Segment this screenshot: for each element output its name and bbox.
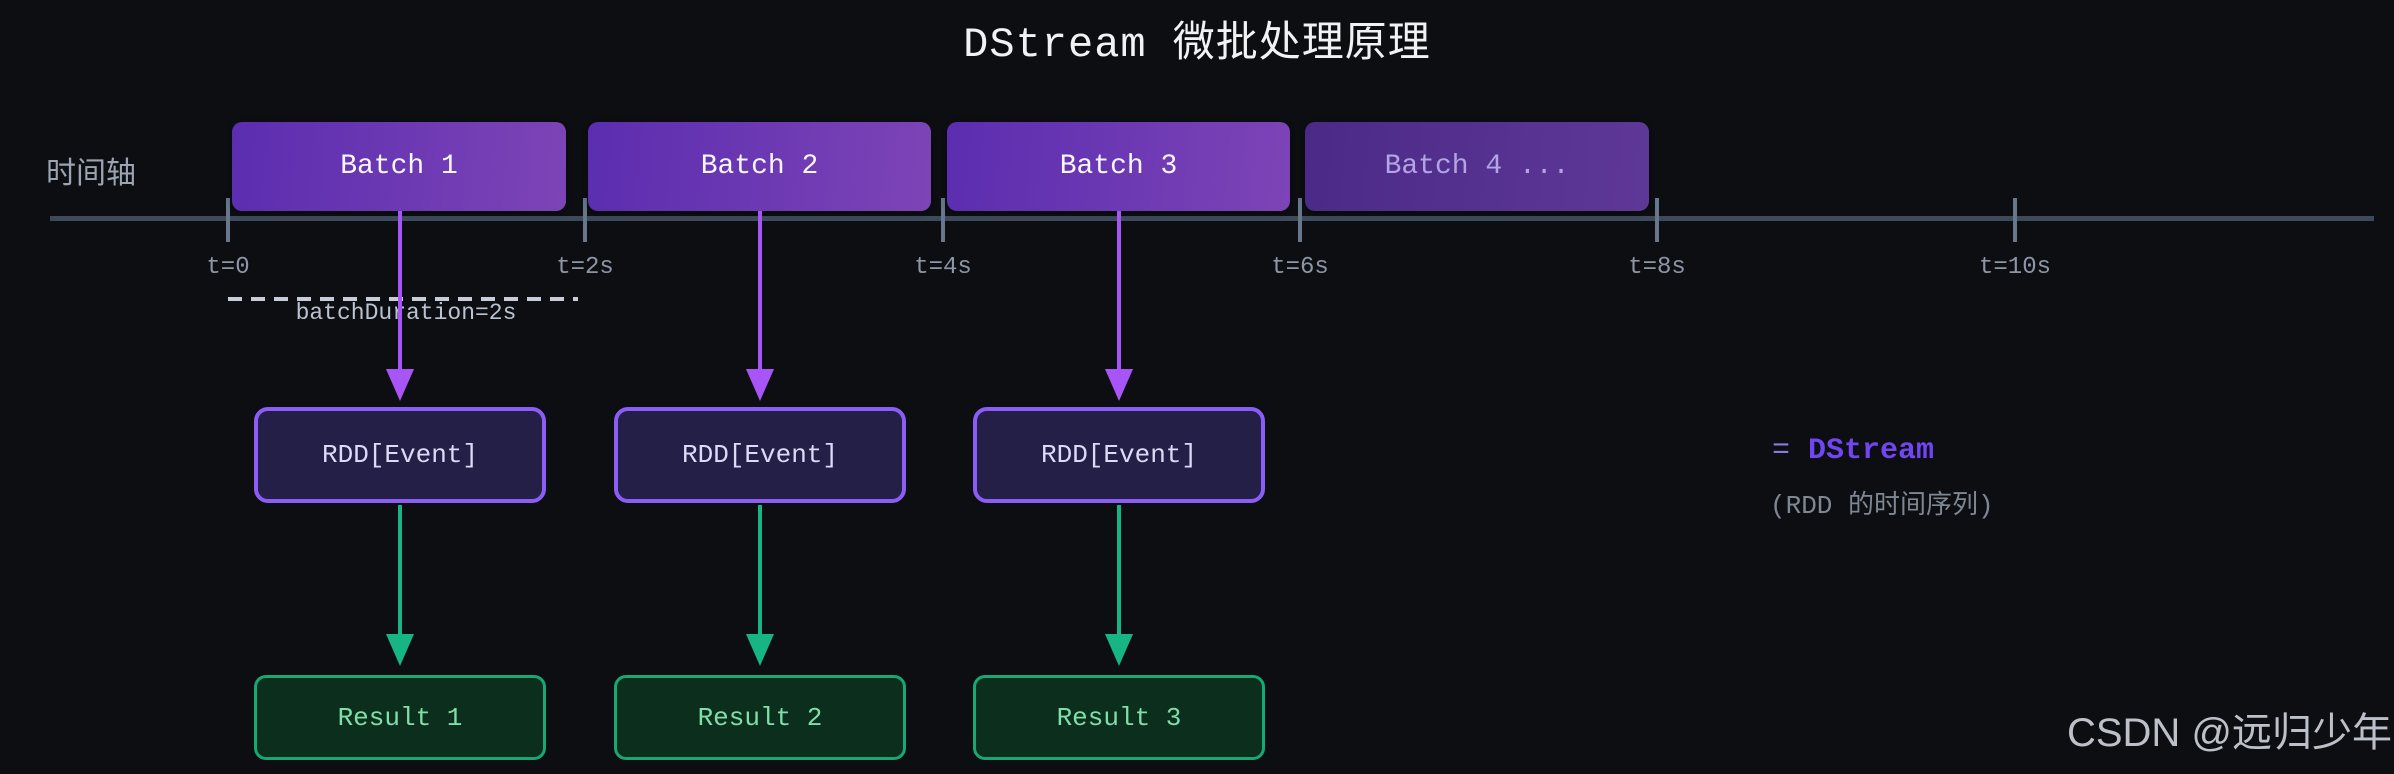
result-box-2: Result 2 [614, 675, 906, 760]
batch-box-3: Batch 3 [947, 122, 1290, 211]
arrow-down-icon [746, 369, 774, 401]
tick-label: t=2s [556, 254, 614, 281]
result-label: Result 2 [697, 702, 823, 733]
timeline-line [50, 216, 2374, 221]
result-label: Result 1 [337, 702, 463, 733]
tick-label: t=0 [206, 254, 250, 281]
batch-box-4: Batch 4 ... [1305, 122, 1649, 211]
arrow-down-icon [1105, 369, 1133, 401]
rdd-label: RDD[Event] [681, 440, 839, 470]
tick-label: t=4s [914, 254, 972, 281]
dstream-note: (RDD 的时间序列) [1770, 491, 1994, 521]
timeline-tick [226, 198, 230, 242]
dstream-annotation: = DStream [1772, 434, 1934, 468]
batch-to-rdd-arrow-stem [1117, 211, 1121, 369]
rdd-box-2: RDD[Event] [614, 407, 906, 503]
arrow-down-icon [386, 369, 414, 401]
batch-to-rdd-arrow-stem [398, 211, 402, 369]
batch-label: Batch 1 [340, 151, 458, 182]
rdd-label: RDD[Event] [1040, 440, 1198, 470]
dstream-name: DStream [1808, 434, 1935, 468]
page-title: DStream 微批处理原理 [963, 21, 1431, 69]
timeline-tick [1655, 198, 1659, 242]
tick-label: t=10s [1978, 254, 2051, 281]
batch-box-2: Batch 2 [588, 122, 931, 211]
batch-duration-dashes [228, 297, 578, 301]
timeline-tick [583, 198, 587, 242]
batch-box-1: Batch 1 [232, 122, 566, 211]
timeline-tick [941, 198, 945, 242]
batch-label: Batch 4 ... [1384, 151, 1570, 182]
result-box-1: Result 1 [254, 675, 546, 760]
batch-duration-label: batchDuration=2s [295, 300, 517, 326]
batch-label: Batch 3 [1059, 151, 1178, 182]
timeline-tick [1298, 198, 1302, 242]
csdn-watermark: CSDN @远归少年 [2066, 711, 2392, 755]
rdd-to-result-arrow-stem [1117, 505, 1121, 634]
rdd-label: RDD[Event] [321, 440, 479, 470]
rdd-box-3: RDD[Event] [973, 407, 1265, 503]
tick-label: t=6s [1271, 254, 1329, 281]
tick-label: t=8s [1628, 254, 1686, 281]
arrow-down-icon [746, 634, 774, 666]
batch-to-rdd-arrow-stem [758, 211, 762, 369]
result-label: Result 3 [1056, 702, 1182, 733]
arrow-down-icon [1105, 634, 1133, 666]
dstream-equals-sign: = [1772, 434, 1791, 468]
rdd-box-1: RDD[Event] [254, 407, 546, 503]
arrow-down-icon [386, 634, 414, 666]
result-box-3: Result 3 [973, 675, 1265, 760]
batch-label: Batch 2 [700, 151, 819, 182]
timeline-tick [2013, 198, 2017, 242]
time-axis-label: 时间轴 [46, 159, 136, 193]
rdd-to-result-arrow-stem [398, 505, 402, 634]
rdd-to-result-arrow-stem [758, 505, 762, 634]
